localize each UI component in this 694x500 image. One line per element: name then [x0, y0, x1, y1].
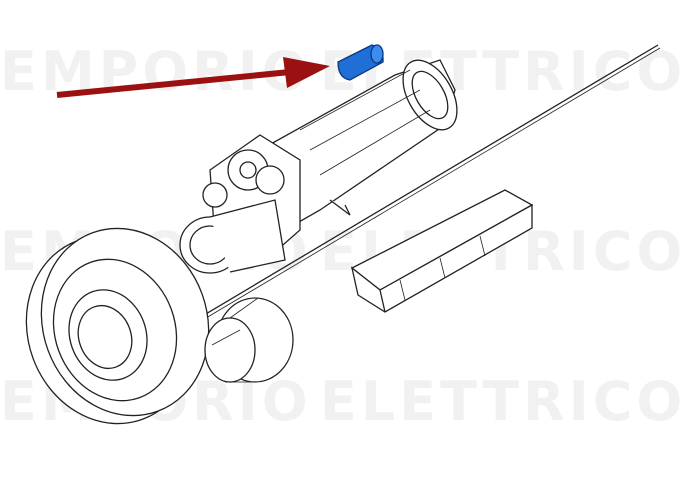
cage-wheel	[204, 297, 294, 383]
drive-wheel	[25, 227, 210, 425]
watermark-right-3: ELETTRICO	[320, 370, 687, 433]
cover-tray	[350, 189, 534, 313]
gear-train	[179, 134, 301, 274]
watermark-left-1: EMPORIO	[0, 40, 312, 103]
limit-rod	[119, 44, 659, 366]
pointer-arrow-icon	[56, 57, 330, 98]
highlighted-part	[337, 44, 384, 81]
